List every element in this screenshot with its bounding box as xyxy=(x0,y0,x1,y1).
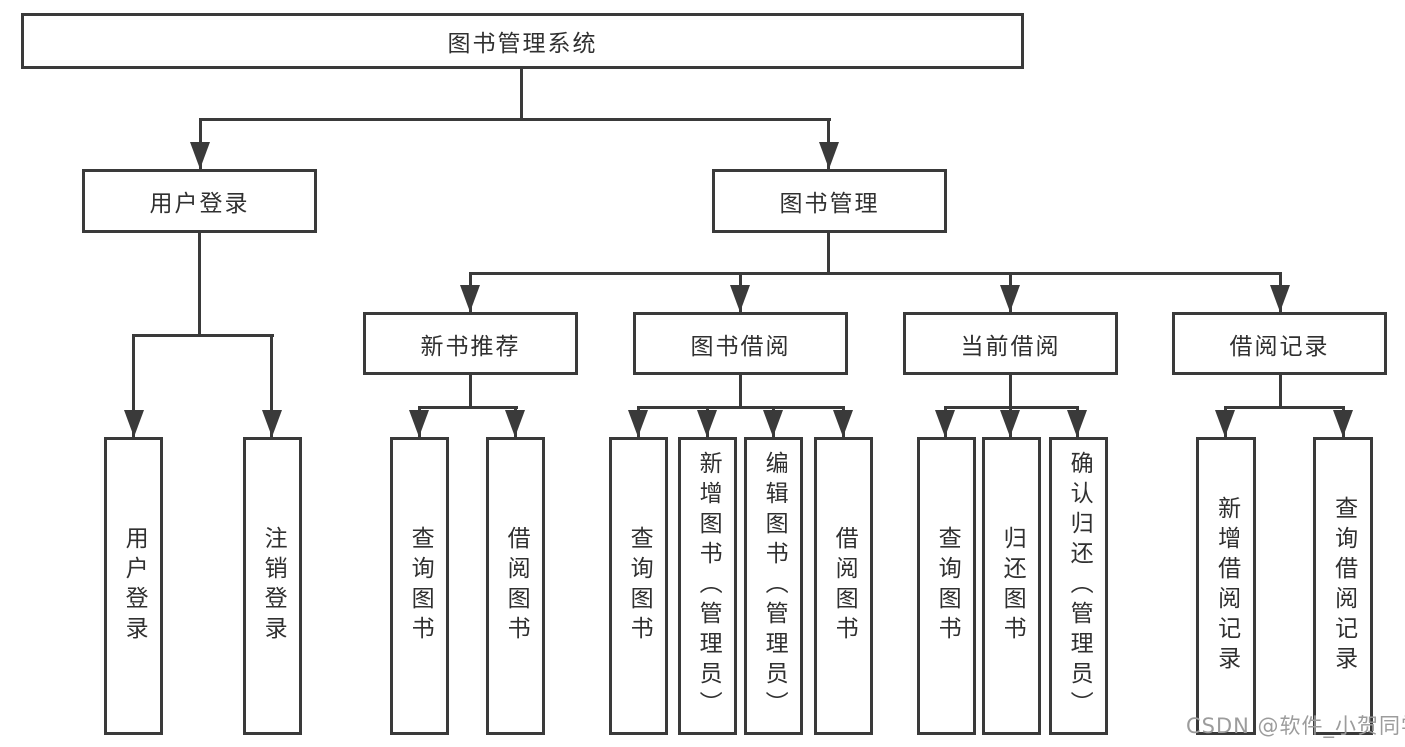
arrowhead-down-icon xyxy=(1000,410,1020,437)
arrowhead-down-icon xyxy=(1215,410,1235,437)
connector-line xyxy=(469,374,472,409)
arrowhead-down-icon xyxy=(1333,410,1353,437)
connector-line xyxy=(1224,406,1345,409)
leaf-label: 新增图书（管理员） xyxy=(695,451,722,721)
leaf-label: 确认归还（管理员） xyxy=(1066,451,1093,721)
node-label: 图书借阅 xyxy=(690,333,791,360)
arrowhead-down-icon xyxy=(833,410,853,437)
connector-line xyxy=(469,272,1282,275)
connector-line xyxy=(198,233,201,337)
watermark: CSDN @软件_小贺同学 xyxy=(1186,714,1405,738)
connector-line xyxy=(418,406,518,409)
arrowhead-down-icon xyxy=(935,410,955,437)
arrowhead-down-icon xyxy=(1067,410,1087,437)
arrowhead-down-icon xyxy=(505,410,525,437)
leaf-logout: 注销登录 xyxy=(243,437,302,735)
arrowhead-down-icon xyxy=(409,410,429,437)
leaf-search-books-newrec: 查询图书 xyxy=(390,437,449,735)
leaf-borrow-books: 借阅图书 xyxy=(814,437,873,735)
leaf-label: 借阅图书 xyxy=(503,526,530,646)
node-label: 用户登录 xyxy=(149,191,250,217)
leaf-borrow-books-newrec: 借阅图书 xyxy=(486,437,545,735)
leaf-label: 编辑图书（管理员） xyxy=(761,451,788,721)
leaf-return-books: 归还图书 xyxy=(982,437,1041,735)
connector-line xyxy=(270,334,273,437)
node-label: 借阅记录 xyxy=(1229,333,1330,360)
leaf-confirm-return-admin: 确认归还（管理员） xyxy=(1049,437,1108,735)
connector-line xyxy=(1279,374,1282,409)
leaf-label: 注销登录 xyxy=(260,526,287,646)
connector-line xyxy=(199,118,831,121)
leaf-add-borrow-record: 新增借阅记录 xyxy=(1196,437,1256,735)
node-label: 图书管理 xyxy=(779,191,880,217)
connector-line xyxy=(637,406,845,409)
node-book-borrowing: 图书借阅 xyxy=(633,312,848,375)
connector-line xyxy=(739,374,742,409)
arrowhead-down-icon xyxy=(262,410,282,437)
leaf-edit-books-admin: 编辑图书（管理员） xyxy=(744,437,803,735)
leaf-label: 查询借阅记录 xyxy=(1330,496,1357,676)
arrowhead-down-icon xyxy=(190,142,210,169)
leaf-label: 查询图书 xyxy=(407,526,434,646)
connector-line xyxy=(827,233,830,275)
node-borrowing-records: 借阅记录 xyxy=(1172,312,1387,375)
arrowhead-down-icon xyxy=(819,142,839,169)
arrowhead-down-icon xyxy=(697,410,717,437)
arrowhead-down-icon xyxy=(460,285,480,312)
arrowhead-down-icon xyxy=(628,410,648,437)
leaf-search-books-borrow: 查询图书 xyxy=(609,437,668,735)
arrowhead-down-icon xyxy=(763,410,783,437)
node-user-login: 用户登录 xyxy=(82,169,317,233)
node-label: 当前借阅 xyxy=(960,333,1061,360)
node-new-book-recommendation: 新书推荐 xyxy=(363,312,578,375)
leaf-label: 查询图书 xyxy=(626,526,653,646)
leaf-label: 用户登录 xyxy=(121,526,148,646)
node-label: 新书推荐 xyxy=(420,333,521,360)
connector-line xyxy=(132,334,135,437)
leaf-label: 归还图书 xyxy=(999,526,1026,646)
connector-line xyxy=(1009,374,1012,409)
leaf-label: 新增借阅记录 xyxy=(1213,496,1240,676)
arrowhead-down-icon xyxy=(124,410,144,437)
leaf-search-books-current: 查询图书 xyxy=(917,437,976,735)
leaf-user-login: 用户登录 xyxy=(104,437,163,735)
leaf-add-books-admin: 新增图书（管理员） xyxy=(678,437,737,735)
connector-line xyxy=(520,69,523,120)
arrowhead-down-icon xyxy=(1270,285,1290,312)
leaf-label: 查询图书 xyxy=(934,526,961,646)
node-book-management: 图书管理 xyxy=(712,169,947,233)
connector-line xyxy=(132,334,274,337)
node-library-management-system: 图书管理系统 xyxy=(21,13,1024,69)
node-label: 图书管理系统 xyxy=(447,31,598,57)
leaf-label: 借阅图书 xyxy=(831,526,858,646)
arrowhead-down-icon xyxy=(730,285,750,312)
node-current-borrowing: 当前借阅 xyxy=(903,312,1118,375)
leaf-search-borrow-record: 查询借阅记录 xyxy=(1313,437,1373,735)
arrowhead-down-icon xyxy=(1000,285,1020,312)
